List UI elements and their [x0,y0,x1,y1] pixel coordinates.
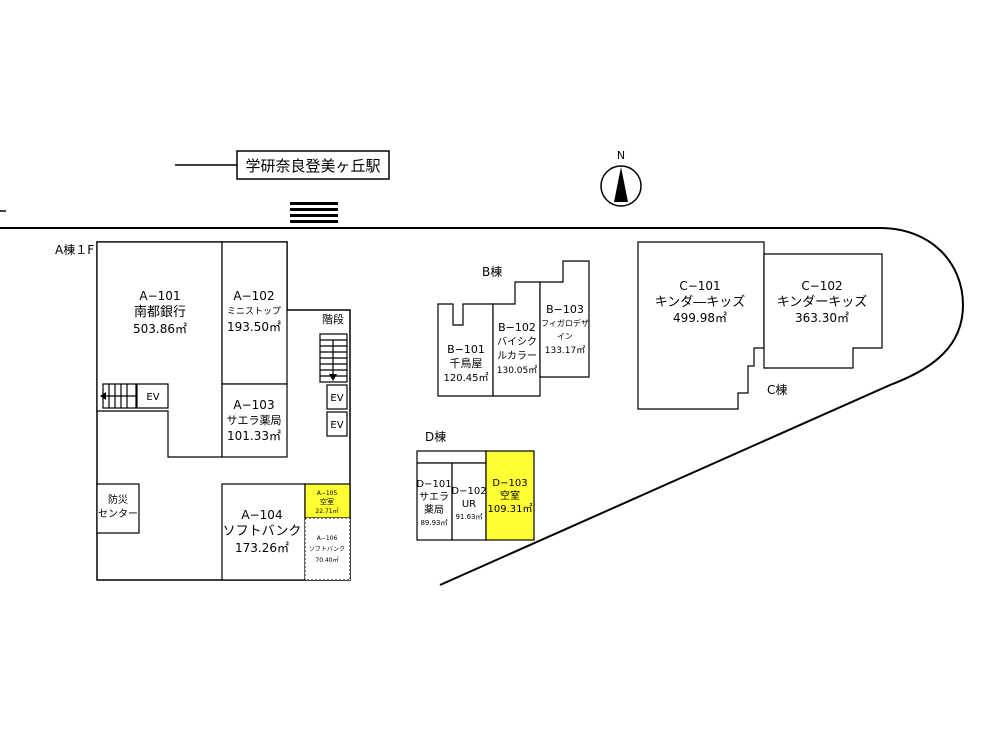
unit-a-101-area: 503.86㎡ [133,322,187,336]
unit-c-101[interactable] [637,241,765,410]
unit-b-103-tenant-2: イン [557,332,573,341]
unit-c-101-id: C−101 [679,279,720,293]
unit-c-102-area: 363.30㎡ [795,311,849,325]
unit-a-106-area: 70.40㎡ [315,556,338,564]
unit-b-101-id: B−101 [447,343,485,356]
disaster-center-line-2: センター [98,508,138,520]
unit-b-102-id: B−102 [498,321,536,334]
unit-d-101[interactable] [416,462,453,541]
elevator-2-label: EV [330,420,343,431]
unit-a-103[interactable] [221,383,288,458]
unit-a-106-id: A−106 [317,535,338,542]
unit-c-101-tenant: キンダ―キッズ [655,294,746,310]
building-d-label: D棟 [425,429,446,444]
crosswalk [290,202,338,223]
unit-c-102[interactable] [763,253,883,369]
unit-d-103-tenant: 空室 [500,489,520,502]
unit-d-101-tenant-1: サエラ [419,491,449,503]
unit-a-104-tenant: ソフトバンク [223,524,302,539]
compass: N [600,149,642,207]
stairs-left-icon [100,383,137,409]
unit-b-101-tenant: 千鳥屋 [450,356,483,370]
unit-d-102-area: 91.63㎡ [455,513,482,521]
unit-d-102-id: D−102 [451,486,486,497]
elevator-1-label: EV [330,393,343,404]
elevator-3 [136,383,169,409]
unit-d-101-area: 89.93㎡ [420,519,447,527]
building-c-label: C棟 [767,382,787,397]
unit-a-103-id: A−103 [233,398,274,412]
building-a: A棟１F A−101 南都銀行 503.86㎡ A−102 ミニストップ 193… [55,241,351,581]
compass-label: N [617,149,625,162]
unit-d-103-area: 109.31㎡ [488,503,533,515]
unit-a-103-tenant: サエラ薬局 [227,414,282,427]
unit-d-103-id: D−103 [492,478,527,489]
disaster-center-line-1: 防災 [108,493,128,506]
unit-a-106[interactable] [304,517,351,581]
unit-a-105-tenant: 空室 [320,497,334,506]
building-d: D棟 D−101 サエラ 薬局 89.93㎡ D−102 UR 91.63㎡ D… [416,429,535,541]
disaster-center [96,483,140,534]
unit-a-105-id: A−105 [317,490,338,497]
north-arrow-icon [614,167,628,202]
unit-b-103-tenant-1: フィガロデザ [541,318,589,328]
unit-a-102[interactable] [221,241,288,385]
stairs-label: 階段 [322,312,344,326]
unit-a-102-id: A−102 [233,289,274,303]
elevator-2 [326,411,348,437]
building-a-label: A棟１F [55,242,94,257]
unit-a-101[interactable] [96,241,223,458]
unit-a-104-id: A−104 [241,508,282,522]
unit-b-102-tenant-1: バイシク [497,336,537,348]
building-b: B棟 B−101 千鳥屋 120.45㎡ B−102 バイシク ルカラー 130… [437,260,590,397]
unit-a-102-area: 193.50㎡ [227,320,281,334]
unit-d-101-tenant-2: 薬局 [424,504,444,516]
unit-b-103[interactable] [539,260,590,378]
building-b-label: B棟 [482,264,502,279]
unit-d-102[interactable] [451,462,487,541]
unit-c-101-area: 499.98㎡ [673,311,727,325]
elevator-3-label: EV [146,392,159,403]
unit-b-103-id: B−103 [546,303,584,316]
unit-b-103-area: 133.17㎡ [545,345,586,356]
unit-b-101-area: 120.45㎡ [444,372,489,384]
unit-b-102-tenant-2: ルカラー [497,350,537,362]
unit-d-103[interactable] [485,450,535,541]
elevator-1 [326,384,348,410]
unit-a-104-area: 173.26㎡ [235,541,289,555]
road-edge [0,227,965,586]
unit-c-102-tenant: キンダーキッズ [777,294,868,310]
building-d-header [416,450,487,464]
unit-d-101-id: D−101 [416,479,451,490]
stairs-icon [319,333,348,383]
station-sign: 学研奈良登美ヶ丘駅 [236,150,390,180]
station-name: 学研奈良登美ヶ丘駅 [245,157,380,175]
unit-a-106-tenant: ソフトバンク [309,546,345,553]
unit-d-102-tenant: UR [462,499,476,510]
unit-a-101-id: A−101 [139,289,180,303]
unit-c-102-id: C−102 [801,279,842,293]
unit-b-102-area: 130.05㎡ [497,365,538,376]
unit-a-102-tenant: ミニストップ [227,306,281,317]
unit-a-105-area: 22.71㎡ [315,507,338,515]
road [0,164,965,586]
unit-a-103-area: 101.33㎡ [227,429,281,443]
building-c: C−101 キンダ―キッズ 499.98㎡ C−102 キンダーキッズ 363.… [637,241,883,410]
unit-b-102[interactable] [492,281,541,397]
unit-a-101-tenant: 南都銀行 [134,304,186,320]
